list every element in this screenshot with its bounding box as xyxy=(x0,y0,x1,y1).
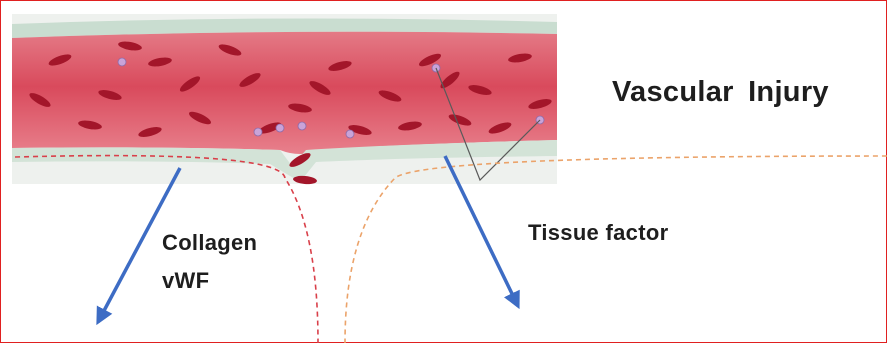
collagen-label: Collagen xyxy=(162,230,257,256)
tissue-factor-label: Tissue factor xyxy=(528,220,668,246)
vwf-label: vWF xyxy=(162,268,209,294)
diagram-title: Vascular Injury xyxy=(612,76,829,109)
platelet xyxy=(118,58,126,66)
platelet xyxy=(254,128,262,136)
platelet xyxy=(276,124,284,132)
platelet xyxy=(346,130,354,138)
blood-vessel xyxy=(12,14,557,185)
orange-dashed-line xyxy=(345,156,887,343)
vessel-lumen xyxy=(12,32,557,154)
platelet xyxy=(298,122,306,130)
